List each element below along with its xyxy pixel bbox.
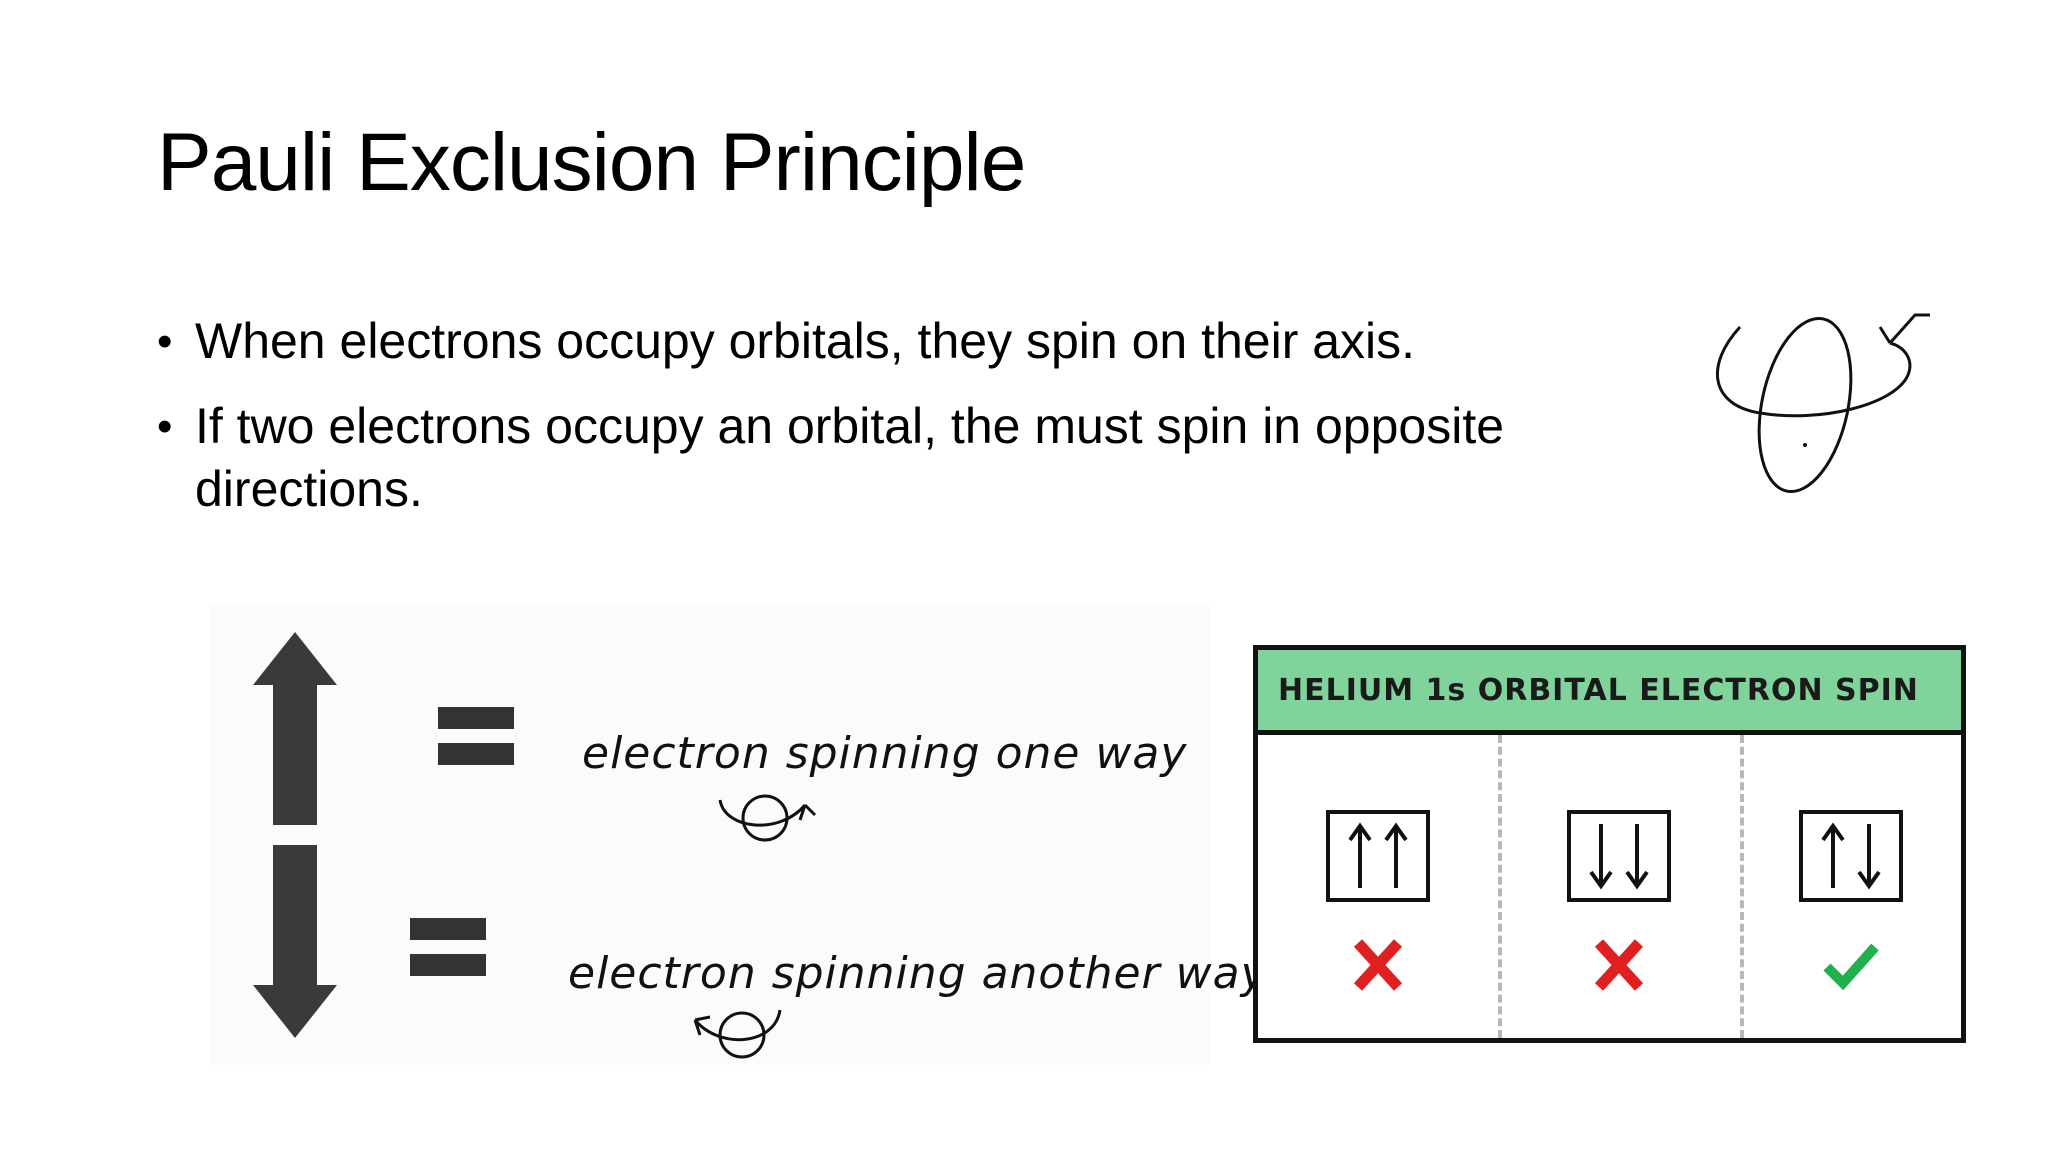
- equals-sign-icon: [410, 918, 486, 978]
- orbital-column: [1498, 735, 1740, 1038]
- spin-up-arrow-icon: [1384, 822, 1408, 888]
- helium-header: HELIUM 1s ORBITAL ELECTRON SPIN: [1258, 650, 1961, 735]
- spin-down-arrow-icon: [1857, 824, 1881, 890]
- equals-sign-icon: [438, 707, 514, 767]
- up-arrow-icon: [253, 632, 337, 825]
- orbital-box: [1799, 810, 1903, 902]
- bullet-item: • If two electrons occupy an orbital, th…: [157, 395, 1677, 521]
- spin-up-arrow-icon: [1348, 822, 1372, 888]
- bullet-list: • When electrons occupy orbitals, they s…: [157, 310, 1677, 543]
- bullet-text: When electrons occupy orbitals, they spi…: [195, 313, 1416, 369]
- spin-clockwise-icon: [718, 794, 817, 842]
- column-divider: [1498, 735, 1502, 1038]
- spin-counterclockwise-icon: [693, 1009, 782, 1059]
- spin-up-arrow-icon: [1821, 822, 1845, 888]
- orbital-box: [1567, 810, 1671, 902]
- spin-legend: electron spinning one way electron spinn…: [210, 605, 1267, 1065]
- x-mark-icon: [1594, 939, 1644, 991]
- bullet-text: If two electrons occupy an orbital, the …: [195, 398, 1505, 517]
- x-mark-icon: [1353, 939, 1403, 991]
- column-divider: [1740, 735, 1744, 1038]
- spinning-electron-sketch: [1715, 313, 1930, 494]
- spin-down-arrow-icon: [1625, 824, 1649, 890]
- orbital-box: [1326, 810, 1430, 902]
- orbital-column: [1740, 735, 1962, 1038]
- orbital-column: [1258, 735, 1498, 1038]
- spin-label: electron spinning one way: [582, 728, 1188, 779]
- helium-orbital-figure: HELIUM 1s ORBITAL ELECTRON SPIN: [1253, 645, 1966, 1043]
- slide-title: Pauli Exclusion Principle: [157, 117, 1026, 208]
- spin-down-arrow-icon: [1589, 824, 1613, 890]
- legend-row-up: electron spinning one way: [210, 630, 1210, 842]
- down-arrow-icon: [253, 845, 337, 1038]
- bullet-glyph: •: [157, 402, 173, 451]
- legend-row-down: electron spinning another way: [210, 840, 1267, 1059]
- checkmark-icon: [1823, 943, 1879, 991]
- spin-label: electron spinning another way: [568, 948, 1268, 999]
- bullet-glyph: •: [157, 317, 173, 366]
- bullet-item: • When electrons occupy orbitals, they s…: [157, 310, 1677, 373]
